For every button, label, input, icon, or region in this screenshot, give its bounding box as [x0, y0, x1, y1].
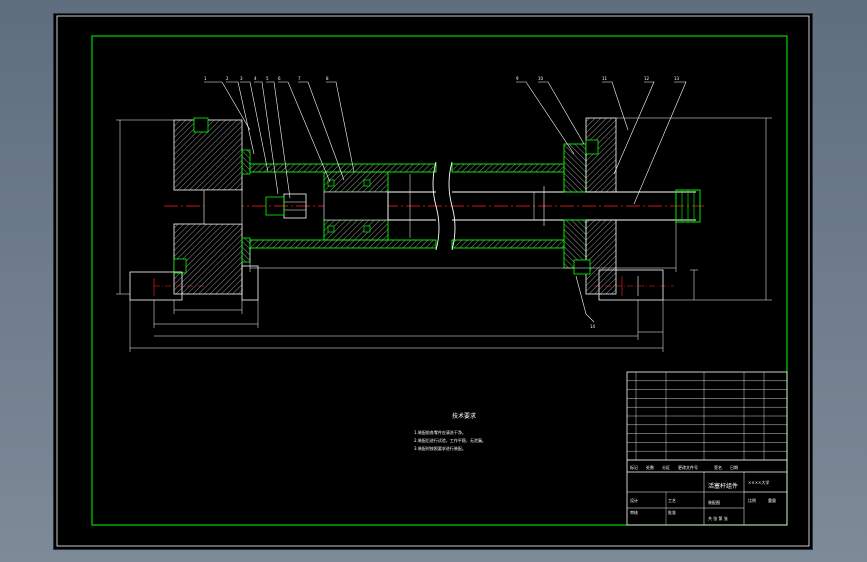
tb-weight: 重量	[768, 497, 776, 503]
drawing-sheet: 1 2 3 4 5 6 7 8 9 10 11 12 13 14	[54, 14, 812, 549]
cad-drawing: 1 2 3 4 5 6 7 8 9 10 11 12 13 14	[56, 15, 810, 547]
tb-school: ××××大学	[748, 479, 769, 485]
callout-1: 1	[204, 76, 207, 81]
tech-req-line-3: 3.装配时按照要求进行装配。	[414, 445, 466, 451]
callout-3: 3	[240, 76, 243, 81]
callout-8: 8	[326, 76, 329, 81]
tb-mark: 标记	[630, 464, 638, 470]
tb-scale: 比例	[748, 497, 756, 503]
left-end-cap	[129, 117, 259, 301]
callout-5: 5	[266, 76, 269, 81]
outer-frame	[56, 15, 810, 547]
callout-9: 9	[516, 76, 519, 81]
tb-count: 处数	[646, 464, 654, 470]
tech-req-line-1: 1.装配前各零件应清洗干净。	[414, 429, 466, 435]
part-callouts: 1 2 3 4 5 6 7 8 9 10 11 12 13 14	[204, 76, 680, 329]
tb-signature: 签名	[714, 464, 722, 470]
tb-zone: 分区	[662, 464, 670, 470]
tb-role-process: 工艺	[668, 498, 676, 503]
callout-4: 4	[254, 76, 257, 81]
drawing-border	[91, 35, 788, 526]
callout-10: 10	[538, 76, 544, 81]
tb-sheet-no: 共 张 第 张	[708, 515, 728, 521]
callout-12: 12	[644, 76, 650, 81]
right-end-cap	[563, 117, 664, 301]
callout-13: 13	[674, 76, 680, 81]
tech-req-title: 技术要求	[452, 412, 476, 420]
tb-date: 日期	[730, 464, 738, 470]
tech-req-line-2: 2.装配后进行试验，工作平稳，无泄漏。	[414, 437, 486, 443]
tb-change-no: 更改文件号	[678, 464, 698, 470]
tb-role-design: 设计	[630, 497, 638, 503]
callout-7: 7	[298, 76, 301, 81]
leader-lines	[204, 81, 687, 323]
parts-list-grid	[627, 372, 787, 461]
dimension-lines	[116, 117, 772, 352]
callout-11: 11	[602, 76, 608, 81]
callout-14: 14	[590, 324, 596, 329]
tb-sheet-label: 装配图	[708, 499, 720, 505]
tb-role-approve: 批准	[668, 509, 676, 515]
title-block: 标记 处数 分区 更改文件号 签名 日期 活塞杆组件 ××××大学 装配图 设计…	[626, 371, 788, 526]
tb-drawing-name: 活塞杆组件	[708, 482, 738, 490]
callout-6: 6	[278, 76, 281, 81]
tb-role-review: 审核	[630, 509, 638, 515]
technical-requirements: 技术要求 1.装配前各零件应清洗干净。 2.装配后进行试验，工作平稳，无泄漏。 …	[414, 412, 486, 451]
piston	[265, 171, 389, 241]
callout-2: 2	[226, 76, 229, 81]
